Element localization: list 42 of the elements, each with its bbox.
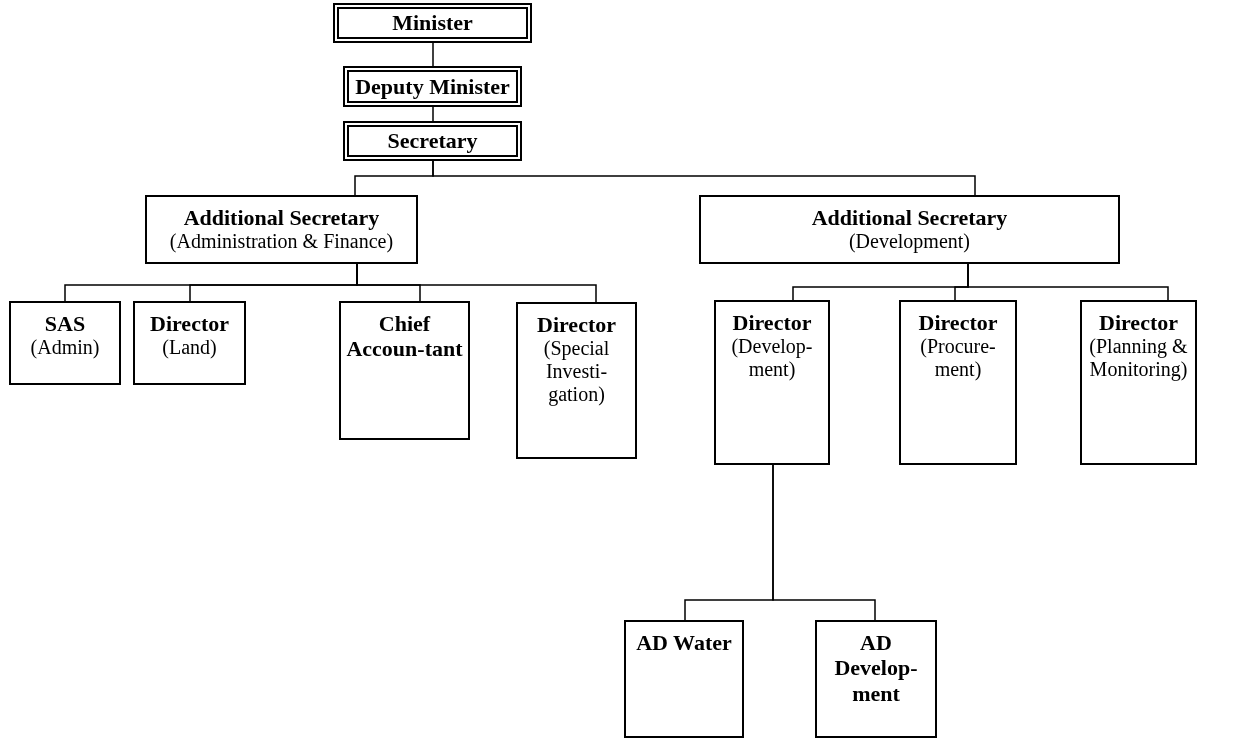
org-box	[339, 301, 470, 440]
position-title: Director	[918, 310, 998, 336]
connector-line	[432, 160, 976, 196]
org-box	[815, 620, 937, 738]
department-label: (Admin)	[30, 336, 100, 360]
position-title: AD Water	[636, 630, 732, 656]
org-box	[714, 300, 830, 465]
org-box	[145, 195, 418, 264]
department-label: (Administration & Finance)	[169, 230, 394, 254]
position-title: Secretary	[387, 128, 478, 154]
position-title: SAS	[44, 311, 86, 337]
org-box	[699, 195, 1120, 264]
position-title: Director	[150, 311, 229, 337]
org-box	[899, 300, 1017, 465]
double-bordered-box	[333, 3, 532, 43]
org-box	[624, 620, 744, 738]
org-box	[133, 301, 246, 385]
department-label: (Planning & Monitoring)	[1088, 335, 1189, 382]
position-title: Director	[1099, 310, 1178, 336]
position-title: Chief Accoun-tant	[345, 311, 464, 362]
position-title: Director	[537, 312, 616, 338]
department-label: (Special Investi-gation)	[542, 337, 611, 407]
connector-line	[772, 464, 876, 621]
department-label: (Develop-ment)	[730, 335, 814, 382]
org-box	[9, 301, 121, 385]
position-title: Additional Secretary	[183, 205, 380, 231]
position-title: Minister	[392, 10, 473, 36]
connector-line	[356, 263, 597, 303]
position-title: Additional Secretary	[811, 205, 1008, 231]
org-box	[1080, 300, 1197, 465]
connector-line	[432, 106, 434, 122]
department-label: (Development)	[848, 230, 971, 254]
connector-line	[432, 42, 434, 67]
connector-line	[967, 263, 1169, 301]
double-bordered-box	[343, 66, 522, 107]
position-title: Deputy Minister	[355, 73, 510, 100]
org-box	[516, 302, 637, 459]
double-bordered-box	[343, 121, 522, 161]
department-label: (Procure-ment)	[919, 335, 997, 382]
department-label: (Land)	[162, 336, 217, 360]
position-title: Director	[732, 310, 812, 336]
position-title: AD Develop-ment	[833, 630, 919, 706]
